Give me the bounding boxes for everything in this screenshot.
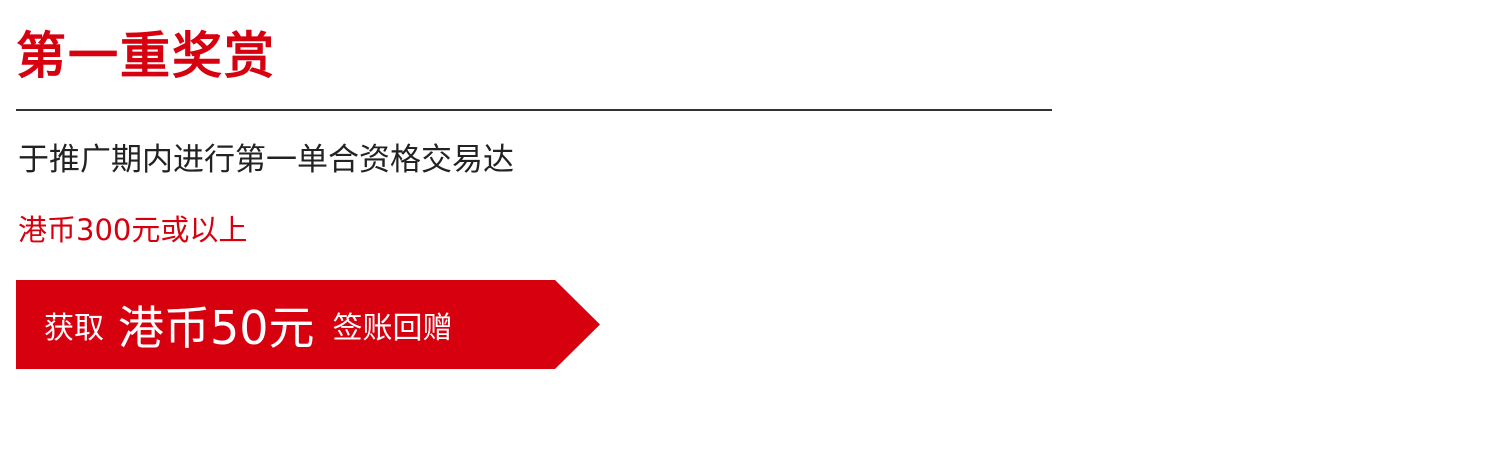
banner-text: 获取 港币50元 签账回赠	[44, 280, 453, 369]
banner-prefix: 获取	[44, 310, 104, 346]
arrow-banner-shape	[16, 280, 600, 369]
reward-title: 第一重奖赏	[16, 27, 276, 85]
spend-threshold: 港币300元或以上	[18, 213, 248, 247]
reward-description: 于推广期内进行第一单合资格交易达	[18, 142, 514, 178]
banner-suffix: 签账回赠	[332, 310, 453, 346]
divider	[16, 109, 1052, 111]
banner-amount: 港币50元	[118, 300, 315, 355]
reward-banner: 获取 港币50元 签账回赠	[16, 280, 600, 369]
